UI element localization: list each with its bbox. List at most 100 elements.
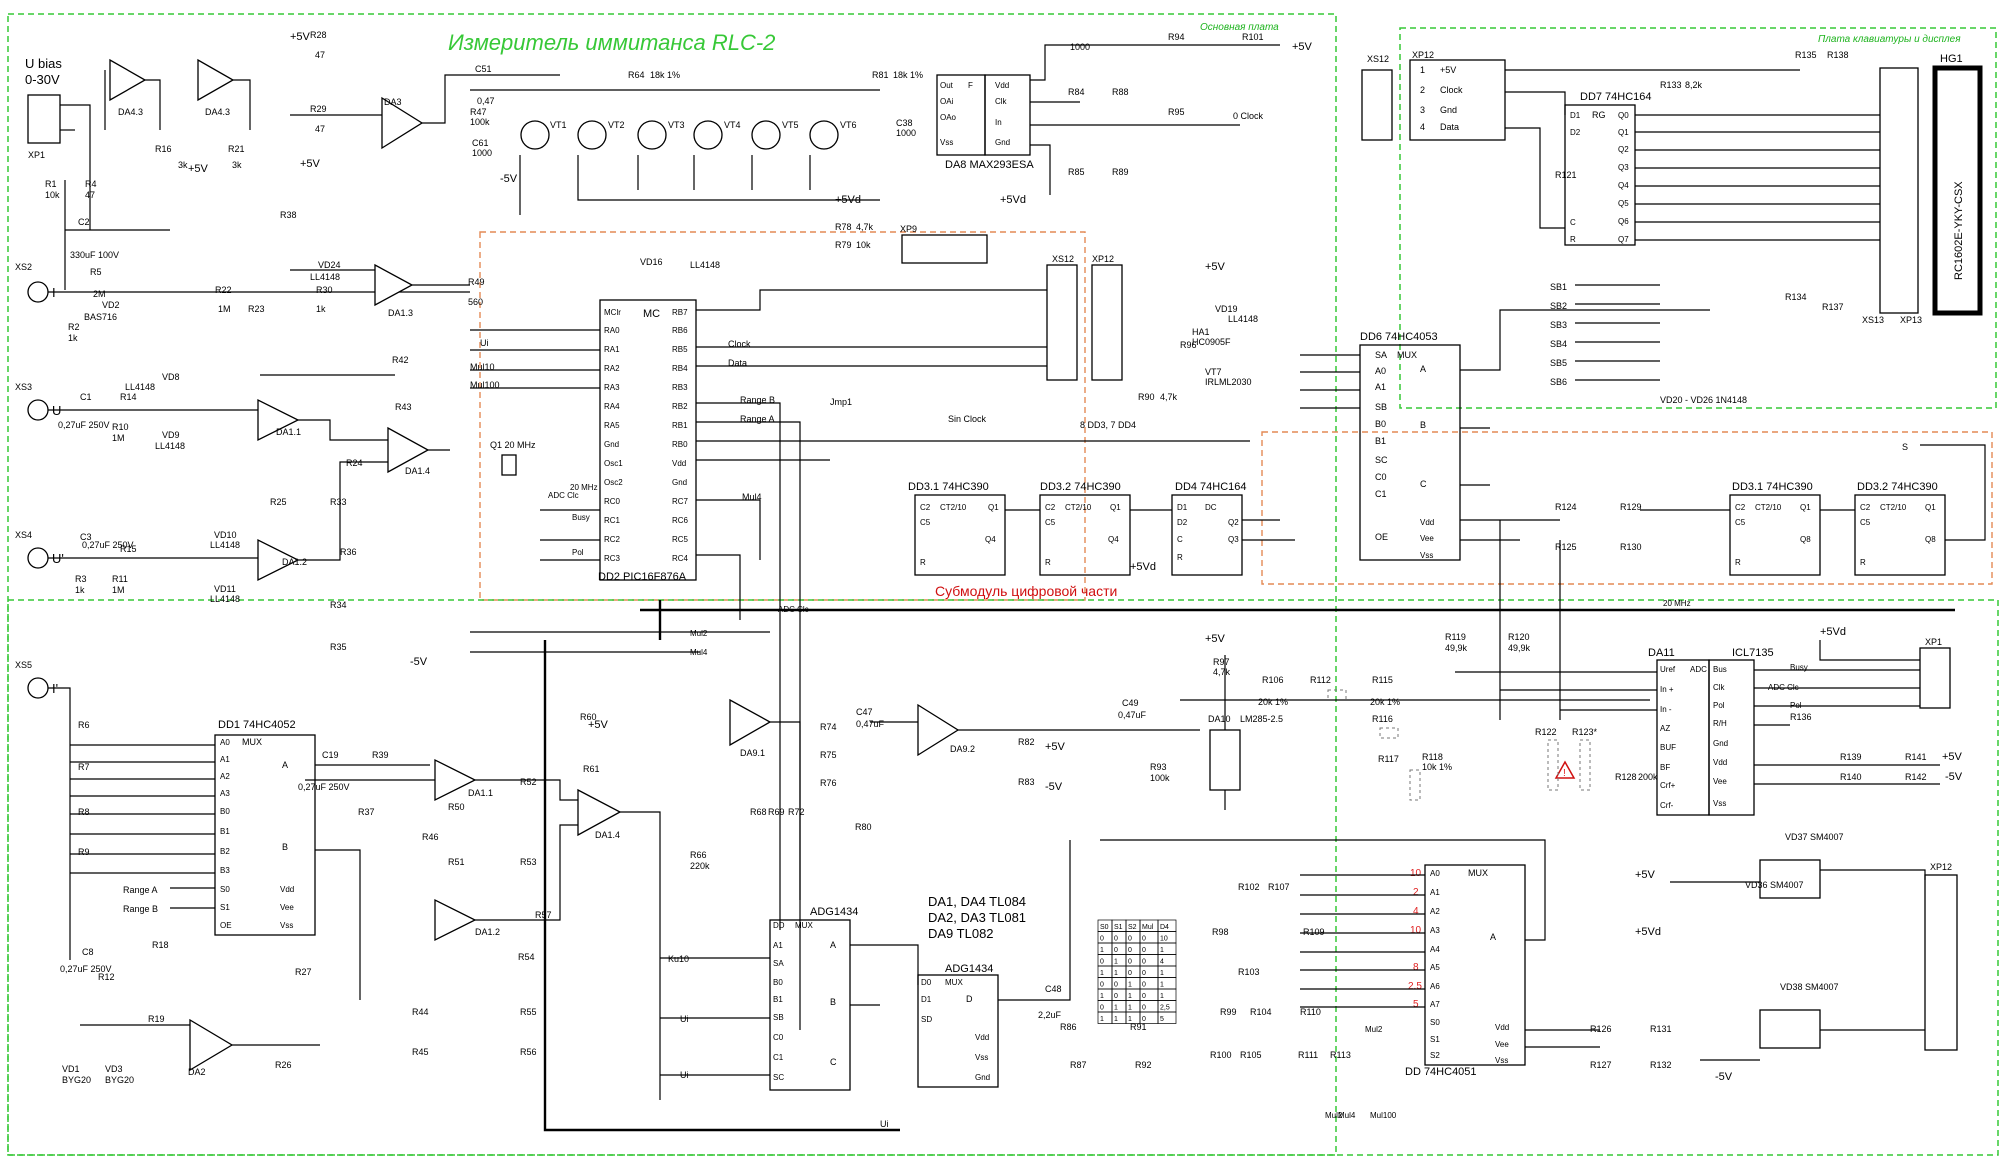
svg-text:MUX: MUX: [795, 921, 813, 930]
svg-text:10: 10: [1410, 925, 1422, 936]
svg-text:-5V: -5V: [1045, 781, 1063, 793]
lcd-display: [1932, 65, 1983, 316]
svg-text:C49: C49: [1122, 698, 1139, 708]
svg-text:1k: 1k: [68, 333, 78, 343]
chip-dd3-2: [1039, 494, 1131, 576]
svg-text:C3: C3: [80, 532, 92, 542]
svg-text:LL4148: LL4148: [125, 382, 155, 392]
svg-text:Clock: Clock: [1440, 85, 1463, 95]
svg-text:A: A: [282, 760, 288, 770]
svg-text:SB: SB: [1375, 402, 1387, 412]
svg-text:2: 2: [1420, 85, 1425, 95]
svg-text:DD3.2 74HC390: DD3.2 74HC390: [1857, 481, 1938, 493]
c61-value: 1000: [472, 148, 492, 158]
svg-text:R93: R93: [1150, 762, 1167, 772]
svg-text:C5: C5: [1045, 518, 1056, 527]
transistor-array: VT1 VT2 VT3 VT4 VT5 VT6: [520, 120, 857, 150]
mux-table-cell: 1: [1160, 982, 1164, 989]
svg-text:5: 5: [1413, 999, 1419, 1010]
svg-text:R9: R9: [78, 847, 90, 857]
svg-text:R79: R79: [835, 240, 852, 250]
svg-text:Osc1: Osc1: [604, 459, 623, 468]
mux-table-cell: 1: [1128, 1005, 1132, 1012]
svg-text:0,47uF: 0,47uF: [856, 719, 885, 729]
svg-text:10k: 10k: [856, 240, 871, 250]
svg-text:R28: R28: [310, 30, 327, 40]
svg-text:R92: R92: [1135, 1060, 1152, 1070]
svg-text:Range A: Range A: [740, 414, 775, 424]
svg-text:XS4: XS4: [15, 530, 32, 540]
svg-text:DA1.2: DA1.2: [475, 927, 500, 937]
svg-text:RC3: RC3: [604, 554, 621, 563]
svg-text:RA0: RA0: [604, 326, 620, 335]
svg-text:Data: Data: [1440, 122, 1459, 132]
svg-text:A: A: [1490, 932, 1496, 942]
dd3dd4-net: 8 DD3, 7 DD4: [1080, 420, 1136, 430]
svg-text:R51: R51: [448, 857, 465, 867]
opamp-da4-3-b: DA4.3: [197, 58, 235, 117]
svg-text:LL4148: LL4148: [155, 441, 185, 451]
svg-text:Vdd: Vdd: [1420, 518, 1434, 527]
svg-text:R131: R131: [1650, 1024, 1672, 1034]
svg-text:R69: R69: [768, 807, 785, 817]
svg-text:R6: R6: [78, 720, 90, 730]
r94-label: R94: [1168, 32, 1185, 42]
svg-text:R38: R38: [280, 210, 297, 220]
svg-text:RG: RG: [1592, 110, 1606, 120]
svg-text:0,47uF: 0,47uF: [1118, 710, 1147, 720]
svg-text:R105: R105: [1240, 1050, 1262, 1060]
r118-label: R118: [1422, 752, 1443, 762]
svg-text:R109: R109: [1303, 927, 1325, 937]
r120-value: 49,9k: [1508, 643, 1531, 653]
svg-text:R104: R104: [1250, 1007, 1272, 1017]
svg-text:A0: A0: [1430, 869, 1440, 878]
svg-text:Vdd: Vdd: [1713, 758, 1727, 767]
svg-text:Clk: Clk: [995, 97, 1008, 106]
r84-label: R84: [1068, 87, 1085, 97]
svg-text:4,7k: 4,7k: [856, 222, 874, 232]
mux-table-header: S0: [1100, 924, 1109, 931]
svg-text:VD11: VD11: [214, 584, 236, 594]
svg-text:RC2: RC2: [604, 535, 621, 544]
svg-text:SB2: SB2: [1550, 301, 1567, 311]
svg-text:Q1: Q1: [1110, 503, 1121, 512]
svg-text:R: R: [920, 558, 926, 567]
svg-text:-5V: -5V: [1945, 771, 1963, 783]
svg-text:A0: A0: [1375, 366, 1386, 376]
svg-text:C2: C2: [78, 217, 90, 227]
svg-text:A1: A1: [1375, 382, 1386, 392]
svg-text:Q1: Q1: [1925, 503, 1936, 512]
chip-dd2: [599, 299, 697, 581]
svg-text:A4: A4: [1430, 945, 1440, 954]
svg-text:R87: R87: [1070, 1060, 1087, 1070]
xs13-xp13-connector: [1879, 67, 1919, 314]
xs12-connector-top: [1361, 69, 1393, 141]
svg-text:0,27uF 250V: 0,27uF 250V: [60, 964, 112, 974]
svg-text:R16: R16: [155, 144, 172, 154]
mux-table-cell: 1: [1100, 947, 1104, 954]
svg-text:VD10: VD10: [214, 530, 237, 540]
svg-text:R5: R5: [90, 267, 102, 277]
svg-text:R53: R53: [520, 857, 537, 867]
svg-text:RC0: RC0: [604, 497, 621, 506]
svg-text:DA1.1: DA1.1: [276, 427, 301, 437]
opamp-da1-2-bottom: DA1.2: [434, 898, 500, 942]
mux-table-cell: 1: [1128, 982, 1132, 989]
svg-text:2,2uF: 2,2uF: [1038, 1010, 1062, 1020]
r120-label: R120: [1508, 632, 1530, 642]
svg-text:Vee: Vee: [280, 903, 294, 912]
svg-text:F: F: [968, 81, 973, 90]
svg-text:R29: R29: [310, 104, 327, 114]
mux-table-cell: 1: [1160, 947, 1164, 954]
mux-table-cell: 0: [1100, 1005, 1104, 1012]
svg-text:Vee: Vee: [1713, 777, 1727, 786]
svg-text:R39: R39: [372, 750, 389, 760]
svg-text:+5V: +5V: [588, 719, 609, 731]
svg-text:B: B: [830, 997, 836, 1007]
xp12-right-connector: [1924, 874, 1958, 1051]
r101-label: R101: [1242, 32, 1264, 42]
svg-text:R83: R83: [1018, 777, 1035, 787]
svg-text:DD7 74HC164: DD7 74HC164: [1580, 91, 1652, 103]
svg-text:RA3: RA3: [604, 383, 620, 392]
svg-text:DD3.1 74HC390: DD3.1 74HC390: [1732, 481, 1813, 493]
